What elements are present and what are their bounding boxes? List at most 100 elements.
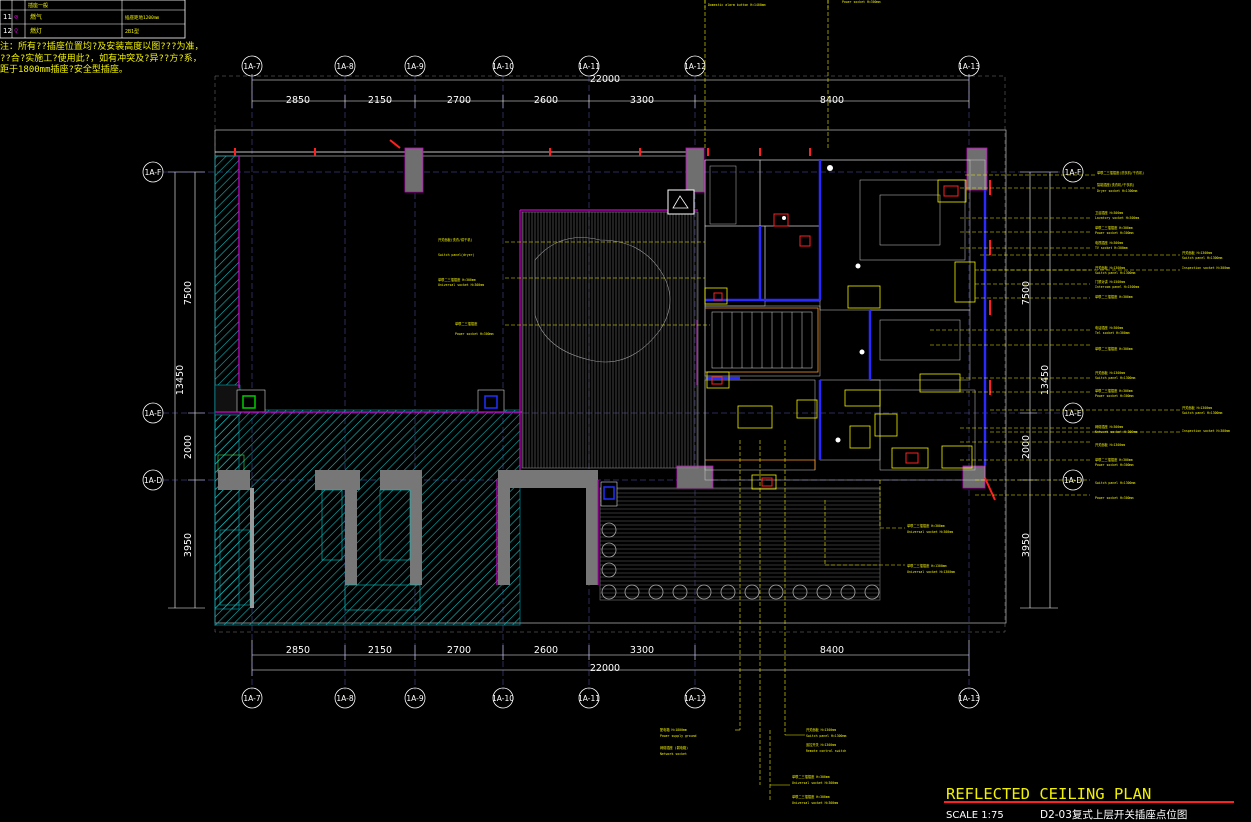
axis-top-1a7: 1A-7 (243, 62, 260, 71)
gas-socket-icon: ⊘ (14, 13, 18, 21)
axis-bottom-1a10: 1A-10 (492, 694, 514, 703)
axis-top-1a9: 1A-9 (406, 62, 423, 71)
axis-left-1ae: 1A-E (144, 409, 161, 418)
planter-circles (601, 522, 880, 600)
callout-r5-cn: 开关面板 H=1300mm (1095, 265, 1125, 270)
dim-top-2: 2150 (368, 95, 392, 106)
callout-lw6-en: Universal socket H=300mm (792, 801, 838, 805)
legend-table: 插座一般 11 ⊘ 燃气 插座距地1200mm 12 ♀ 燃灯 2B1型 (0, 0, 186, 39)
callout-r11-en: Power socket H=300mm (1095, 394, 1133, 398)
elevator-box (667, 189, 695, 215)
axis-bottom-1a13: 1A-13 (958, 694, 980, 703)
dim-top-5: 3300 (630, 95, 654, 106)
dim-bottom-2: 2150 (368, 645, 392, 656)
callout-lw2-cn: 网络插座 (弱电箱) (660, 745, 688, 750)
callout-r16-cn: Power socket H=300mm (1095, 496, 1133, 500)
ceiling-slats (521, 211, 881, 601)
elevator-icon (672, 195, 689, 209)
general-notes: 注：所有??插座位置均?及安装高度以图???为准， ??合?实施工?使用此?，如… (0, 40, 204, 75)
dim-left-total: 13450 (175, 365, 186, 395)
callout-r14-en: Power socket H=300mm (1095, 463, 1133, 467)
callout-lw3-en: Switch panel H=1300mm (806, 734, 846, 738)
socket-icon (782, 165, 865, 443)
rooms-right (704, 159, 986, 481)
axis-right-1ad: 1A-D (1064, 476, 1082, 485)
dim-bottom-5: 3300 (630, 645, 654, 656)
axis-bottom-1a12: 1A-12 (684, 694, 706, 703)
callout-r1-en2: Dryer socket H=1300mm (1097, 189, 1137, 193)
dim-bottom-3: 2700 (447, 645, 471, 656)
top-callout-1: Domestic alarm button H=1400mm (708, 3, 766, 7)
note-line-2: ??合?实施工?使用此?，如有冲突及?异??方?系， (0, 52, 202, 64)
callout-fr4-en: Inspection socket H=300mm (1182, 429, 1230, 433)
callout-lw5-cn: 单联二三插插座 H=300mm (792, 774, 830, 779)
dim-total-top: 22000 (590, 74, 620, 85)
callout-r6-en: Intercom panel H=1500mm (1095, 285, 1139, 289)
stair (711, 311, 813, 369)
legend-name-12: 燃灯 (30, 27, 42, 35)
blue-walls (705, 160, 987, 465)
dim-right-1: 7500 (1021, 281, 1032, 305)
lamp-icon: ♀ (14, 27, 18, 35)
callout-b2-cn: 单联二三插插座 H=1300mm (907, 563, 947, 568)
dim-top-1: 2850 (286, 95, 310, 106)
legend-num-11: 11 (3, 13, 12, 21)
callout-fr2-en: Inspection socket H=300mm (1182, 266, 1230, 270)
axis-right-1af: 1A-F (1065, 168, 1082, 177)
dim-top-3: 2700 (447, 95, 471, 106)
drawing-title: REFLECTED CEILING PLAN (946, 785, 1151, 803)
callout-lw4-cn: 遥控开关 H=1300mm (806, 742, 836, 747)
callout-fr1-cn: 开关面板 H=1300mm (1182, 250, 1212, 255)
callouts-left: 开关面板(洗衣/烘干机) Switch panel(dryer) 单联二三插插座… (438, 237, 493, 336)
dim-right-3: 3950 (1021, 533, 1032, 557)
callout-r8-en: Tel socket H=300mm (1095, 331, 1130, 335)
callout-lw4-en: Remote control switch (806, 749, 846, 753)
dim-top-4: 2600 (534, 95, 558, 106)
axis-top-1a8: 1A-8 (336, 62, 353, 71)
legend-name-11: 燃气 (30, 13, 42, 21)
callout-r3-en: Power socket H=300mm (1095, 231, 1133, 235)
legend-num-12: 12 (3, 27, 12, 35)
callout-r4-cn: 电视插座 H=300mm (1095, 240, 1123, 245)
callout-b1-en: Universal socket H=300mm (907, 530, 953, 534)
axis-top-1a13: 1A-13 (958, 62, 980, 71)
callout-r4-en: TV socket H=300mm (1095, 246, 1128, 250)
callout-l3-cn: 单联二三插插座 (455, 321, 478, 326)
dim-left-3: 3950 (183, 533, 194, 557)
callout-fr1-en: Switch panel H=1300mm (1182, 256, 1222, 260)
callout-b2-en: Universal socket H=1300mm (907, 570, 955, 574)
callout-r12-cn: 网络插座 H=300mm (1095, 424, 1123, 429)
legend-spec-11: 插座距地1200mm (125, 14, 160, 21)
callout-r9-cn: 单联二三插插座 H=300mm (1095, 346, 1133, 351)
dim-bottom-4: 2600 (534, 645, 558, 656)
switch-icon (711, 185, 959, 487)
callout-r2-cn: 卫浴插座 H=300mm (1095, 210, 1123, 215)
axis-bottom-1a9: 1A-9 (406, 694, 423, 703)
callout-l3-en: Power socket H=300mm (455, 332, 493, 336)
callout-r15-cn: Switch panel H=1300mm (1095, 481, 1135, 485)
dimension-sides (168, 171, 1058, 609)
stair-outline (705, 307, 819, 470)
red-ticks (234, 139, 996, 501)
callout-r8-cn: 电话插座 H=300mm (1095, 325, 1123, 330)
callout-l1-cn: 开关面板(洗衣/烘干机) (438, 237, 473, 242)
device-symbols (704, 179, 976, 490)
drawing-number: D2-03复式上层开关插座点位图 (1040, 808, 1187, 821)
callout-r13-cn: 开关面板 H=1300mm (1095, 442, 1125, 447)
callout-r10-en: Switch panel H=1300mm (1095, 376, 1135, 380)
callout-r6-cn: 门禁对讲 H=1500mm (1095, 279, 1125, 284)
terrace-hatch (214, 155, 598, 626)
axis-top-1a10: 1A-10 (492, 62, 514, 71)
axis-labels: 1A-7 1A-8 1A-9 1A-10 1A-11 1A-12 1A-13 1… (144, 62, 1082, 703)
dim-total-bottom: 22000 (590, 663, 620, 674)
axis-bottom-1a8: 1A-8 (336, 694, 353, 703)
axis-left-1ad: 1A-D (144, 476, 162, 485)
callout-r7-cn: 单联二三插插座 H=300mm (1095, 294, 1133, 299)
callout-lw6-cn: 单联二三插插座 H=300mm (792, 794, 830, 799)
note-line-3: 距于1800mm插座?安全型插座。 (0, 63, 128, 75)
top-callout-2: Power socket H=300mm (842, 0, 880, 4)
title-block: REFLECTED CEILING PLAN SCALE 1:75 D2-03复… (944, 785, 1234, 821)
dim-top-6: 8400 (820, 95, 844, 106)
callout-l2-cn: 单联二三插插座 H=300mm (438, 277, 476, 282)
